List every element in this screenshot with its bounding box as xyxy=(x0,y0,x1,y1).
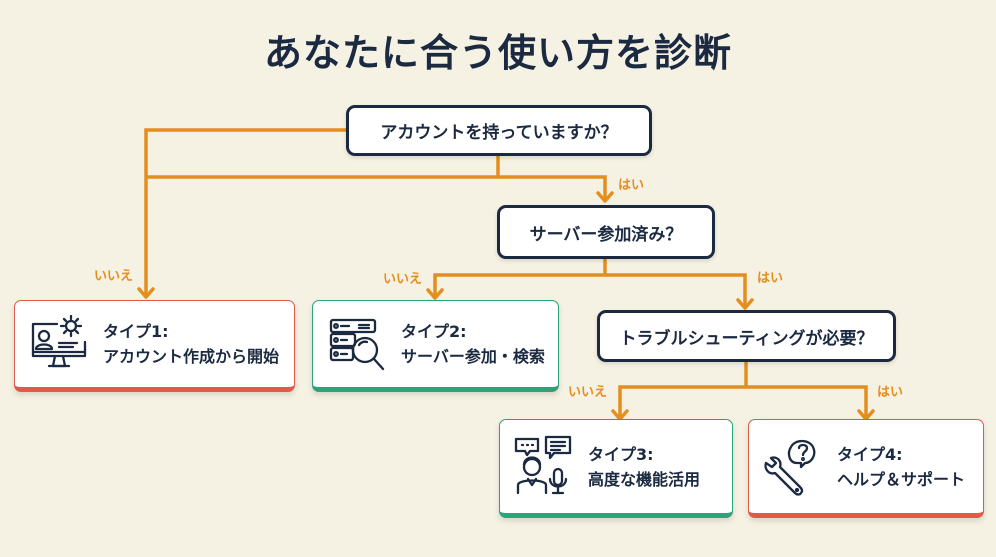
result-card-type2: タイプ2: サーバー参加・検索 xyxy=(312,300,559,392)
arrowhead-q1-yes xyxy=(596,191,614,203)
arrowhead-q2-yes xyxy=(736,298,754,310)
question-text: サーバー参加済み？ xyxy=(529,224,683,245)
result-type: タイプ2: xyxy=(401,322,467,341)
result-type: タイプ1: xyxy=(103,322,169,341)
label-q3-yes: はい xyxy=(877,385,904,400)
arrowhead-q2-no xyxy=(426,288,444,300)
result-desc: サーバー参加・検索 xyxy=(401,347,545,366)
person-chat-mic-icon xyxy=(514,435,572,494)
result-type: タイプ4: xyxy=(837,444,903,464)
result-desc: 高度な機能活用 xyxy=(588,469,701,489)
computer-user-gear-icon xyxy=(31,314,87,368)
arrowhead-q1-no xyxy=(137,287,155,299)
question-text: アカウントを持っていますか？ xyxy=(380,123,618,143)
label-q2-no: いいえ xyxy=(383,272,423,287)
result-text: タイプ1: アカウント作成から開始 xyxy=(103,319,279,369)
question-joined-server: サーバー参加済み？ xyxy=(497,205,715,259)
question-text: トラブルシューティングが必要？ xyxy=(619,328,874,349)
connector-q1-yes xyxy=(498,175,607,200)
connector-q3-no xyxy=(618,385,746,418)
result-card-type4: タイプ4: ヘルプ＆サポート xyxy=(748,419,984,518)
result-text: タイプ2: サーバー参加・検索 xyxy=(401,319,545,369)
connector-q2-yes xyxy=(605,273,747,307)
result-card-type1: タイプ1: アカウント作成から開始 xyxy=(14,300,295,392)
connector-q3-yes xyxy=(746,385,868,418)
wrench-question-icon xyxy=(764,439,816,496)
result-card-type3: タイプ3: 高度な機能活用 xyxy=(499,419,733,518)
question-need-troubleshooting: トラブルシューティングが必要？ xyxy=(597,310,896,362)
question-has-account: アカウントを持っていますか？ xyxy=(346,105,652,156)
result-desc: アカウント作成から開始 xyxy=(103,347,280,366)
result-type: タイプ3: xyxy=(588,444,654,464)
label-q3-no: いいえ xyxy=(568,385,608,400)
connector-q1-left xyxy=(144,128,348,296)
connector-q2-no xyxy=(433,273,605,297)
label-q1-yes: はい xyxy=(618,178,645,193)
label-q1-no: いいえ xyxy=(94,269,134,284)
result-text: タイプ3: 高度な機能活用 xyxy=(588,442,700,492)
page-title: あなたに合う使い方を診断 xyxy=(263,31,732,75)
server-search-icon xyxy=(329,318,385,371)
label-q2-yes: はい xyxy=(757,271,784,286)
connector-q1-bottom xyxy=(146,154,500,179)
result-text: タイプ4: ヘルプ＆サポート xyxy=(837,442,965,492)
result-desc: ヘルプ＆サポート xyxy=(837,469,966,489)
